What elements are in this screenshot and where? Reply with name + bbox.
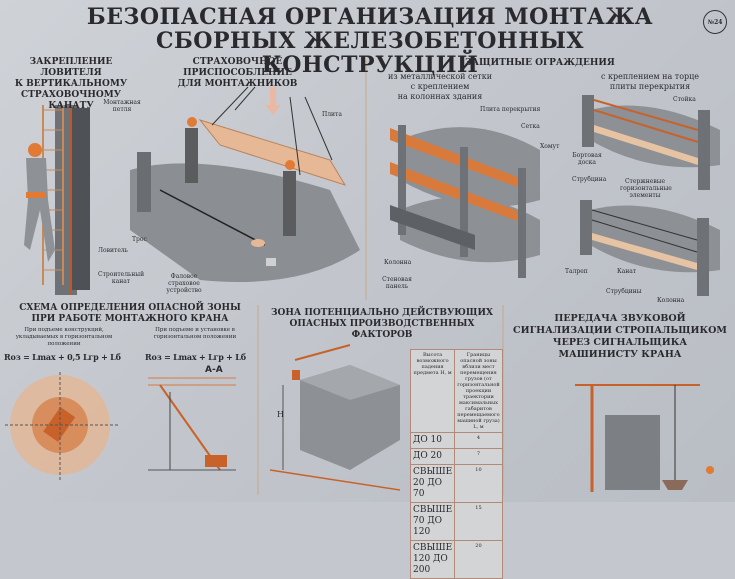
danger-zone-right-caption: При подъеме и установке в горизонтальном… — [153, 327, 237, 340]
subheading-line: из металлической сетки — [387, 72, 493, 81]
cell-height: До 20 — [409, 448, 456, 465]
edge-guard-top-illustration — [582, 95, 720, 190]
label-edge-column: Колонна — [657, 297, 685, 304]
label-clamps: Струбцины — [606, 288, 642, 295]
slab-installation-illustration — [130, 86, 360, 282]
hazard-zone-heading: ЗОНА ПОТЕНЦИАЛЬНО ДЕЙСТВУЮЩИХ ОПАСНЫХ ПР… — [262, 308, 502, 341]
label-mounting-loop: Монтажная петля — [103, 99, 141, 113]
heading-line: СИГНАЛИЗАЦИИ СТРОПАЛЬЩИКОМ — [513, 325, 727, 336]
cell-boundary: 7 — [454, 448, 503, 465]
subheading-line: на колоннах здания — [397, 92, 483, 101]
heading-line: ЗОНА ПОТЕНЦИАЛЬНО ДЕЙСТВУЮЩИХ — [271, 308, 493, 318]
edge-guard-subheading: с креплением на торце плиты перекрытия — [590, 72, 710, 92]
label-slab: Плита — [322, 111, 342, 118]
label-catcher: Ловитель — [98, 247, 128, 254]
cell-boundary: 4 — [454, 432, 503, 449]
heading-line: ОПАСНЫХ ПРОИЗВОДСТВЕННЫХ ФАКТОРОВ — [289, 319, 475, 340]
label-turnbuckle: Талреп — [565, 268, 588, 275]
danger-zone-left-caption: При подъеме конструкций, укладываемых в … — [15, 327, 113, 347]
label-wall-panel: Стеновая панель — [382, 276, 412, 290]
label-side-board: Бортовая доска — [572, 152, 602, 166]
heading-line: СТРАХОВОЧНОЕ ПРИСПОСОБЛЕНИЕ — [183, 57, 292, 78]
cell-boundary: 20 — [454, 540, 503, 579]
poster-number-badge: №24 — [703, 10, 727, 34]
label-edge-clamp: Струбцина — [572, 176, 607, 183]
mesh-guard-subheading: из металлической сетки с креплением на к… — [385, 72, 495, 102]
subheading-line: плиты перекрытия — [609, 82, 691, 91]
table-row: До 104 — [409, 432, 503, 449]
height-axis-label: H — [277, 410, 284, 419]
label-mesh: Сетка — [521, 123, 540, 130]
cell-height: Свыше 120 до 200 — [409, 540, 456, 579]
subheading-line: с креплением на торце — [600, 72, 700, 81]
edge-guard-bottom-illustration — [580, 200, 720, 296]
cell-height: Свыше 70 до 120 — [409, 502, 456, 541]
poster-title-line1: БЕЗОПАСНАЯ ОРГАНИЗАЦИЯ МОНТАЖА — [86, 4, 654, 30]
crane-section — [148, 377, 236, 471]
vertical-rope-illustration — [24, 105, 90, 295]
header-boundary: Границы опасной зоны вблизи мест перемещ… — [454, 349, 503, 433]
danger-zone-plan — [5, 372, 120, 480]
heading-line: ЗАКРЕПЛЕНИЕ ЛОВИТЕЛЯ — [29, 57, 113, 78]
table-row: До 207 — [409, 448, 503, 465]
danger-zone-heading: СХЕМА ОПРЕДЕЛЕНИЯ ОПАСНОЙ ЗОНЫ ПРИ РАБОТ… — [5, 303, 255, 325]
safety-device-heading: СТРАХОВОЧНОЕ ПРИСПОСОБЛЕНИЕ ДЛЯ МОНТАЖНИ… — [145, 57, 330, 90]
label-clamp: Хомут — [540, 143, 560, 150]
label-column: Колонна — [384, 259, 412, 266]
heading-line: К ВЕРТИКАЛЬНОМУ — [14, 79, 128, 89]
hazard-zone-table: Высота возможного падения предмета H, м … — [409, 349, 503, 579]
heading-line: ДЛЯ МОНТАЖНИКОВ — [177, 79, 298, 89]
heading-line: ПЕРЕДАЧА ЗВУКОВОЙ — [554, 313, 686, 324]
poster-illustrations — [5, 60, 720, 495]
heading-line: СХЕМА ОПРЕДЕЛЕНИЯ ОПАСНОЙ ЗОНЫ — [19, 303, 241, 313]
poster-title-line2: СБОРНЫХ ЖЕЛЕЗОБЕТОННЫХ КОНСТРУКЦИЙ — [155, 28, 585, 78]
label-post: Стойка — [673, 96, 696, 103]
label-rope: Канат — [617, 268, 637, 275]
guards-heading: ЗАЩИТНЫЕ ОГРАЖДЕНИЯ — [465, 58, 615, 68]
table-header-row: Высота возможного падения предмета H, м … — [409, 349, 503, 433]
heading-line: ЧЕРЕЗ СИГНАЛЬЩИКА — [552, 337, 688, 348]
cell-height: Свыше 20 до 70 — [409, 464, 456, 503]
cell-boundary: 15 — [454, 502, 503, 541]
label-floor-slab: Плита перекрытия — [480, 106, 541, 113]
label-horizontal-rods: Стержневые горизонтальные элементы — [620, 178, 672, 199]
label-construction-rope: Строительный канат — [98, 271, 145, 285]
heading-line: ПРИ РАБОТЕ МОНТАЖНОГО КРАНА — [31, 314, 229, 324]
cell-height: До 10 — [409, 432, 456, 449]
signaling-heading: ПЕРЕДАЧА ЗВУКОВОЙ СИГНАЛИЗАЦИИ СТРОПАЛЬЩ… — [510, 313, 730, 361]
danger-zone-right-formula: Rоз = Lmax + Lгр + Lб — [145, 352, 246, 362]
heading-line: МАШИНИСТУ КРАНА — [558, 349, 682, 360]
heading-line: СТРАХОВОЧНОМУ КАНАТУ — [20, 90, 122, 111]
cell-boundary: 10 — [454, 464, 503, 503]
label-cable: Трос — [132, 236, 147, 243]
section-label: А-А — [205, 365, 223, 375]
signaling-crane-illustration — [575, 384, 714, 492]
header-height: Высота возможного падения предмета H, м — [409, 349, 456, 433]
hazard-zone-illustration — [269, 344, 401, 491]
subheading-line: с креплением — [410, 82, 470, 91]
mesh-guard-illustration — [390, 125, 540, 278]
label-fall-device: Фаловое страховое устройство — [166, 273, 202, 294]
catcher-heading: ЗАКРЕПЛЕНИЕ ЛОВИТЕЛЯ К ВЕРТИКАЛЬНОМУ СТР… — [2, 57, 140, 112]
danger-zone-left-formula: Rоз = Lmax + 0,5 Lгр + Lб — [4, 352, 121, 362]
